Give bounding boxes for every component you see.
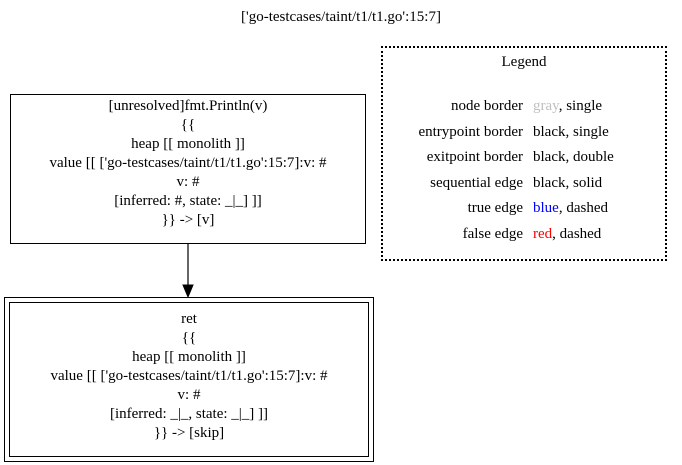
legend-title: Legend <box>501 54 547 70</box>
legend-color-word: red <box>533 225 553 242</box>
node-line: [inferred: #, state: _|_] ]] <box>114 193 262 209</box>
legend-row: exitpoint border black, double <box>383 145 665 171</box>
legend-row: true edge blue, dashed <box>383 196 665 222</box>
legend-row: entrypoint border black, single <box>383 120 665 146</box>
legend-row: node border gray, single <box>383 94 665 120</box>
edge-arrowhead <box>182 284 194 299</box>
legend-color-word: blue <box>533 200 559 216</box>
legend-value: black, double <box>533 145 665 171</box>
graph-title: ['go-testcases/taint/t1/t1.go':15:7] <box>241 9 441 25</box>
node-line: v: # <box>176 174 200 190</box>
node-line: }} -> [skip] <box>153 425 225 441</box>
legend-value: black, single <box>533 120 665 146</box>
legend-value: red, dashed <box>533 222 665 248</box>
legend-style-word: , dashed <box>558 200 608 216</box>
legend-value: black, solid <box>533 171 665 197</box>
legend-key: exitpoint border <box>426 149 523 165</box>
legend-key: false edge <box>462 225 523 242</box>
legend-key: sequential edge <box>430 174 523 191</box>
node-line: heap [[ monolith ]] <box>132 349 246 365</box>
legend-key: true edge <box>467 200 523 216</box>
legend-style-word: , dashed <box>552 225 602 242</box>
legend-color-word: black <box>533 174 566 191</box>
legend-style-word: , double <box>565 149 614 165</box>
node-line: {{ <box>180 117 196 133</box>
legend-value: blue, dashed <box>533 196 665 222</box>
exit-node: ret {{ heap [[ monolith ]] value [[ ['go… <box>4 297 374 462</box>
node-line: {{ <box>181 330 197 346</box>
legend-value: gray, single <box>533 94 665 120</box>
legend-row: false edge red, dashed <box>383 222 665 248</box>
exit-node-inner-border: ret {{ heap [[ monolith ]] value [[ ['go… <box>9 302 369 457</box>
legend-row: sequential edge black, solid <box>383 171 665 197</box>
legend-style-word: , single <box>558 98 603 114</box>
legend-style-word: , single <box>565 123 609 140</box>
node-line: ret <box>181 311 197 327</box>
entry-node: [unresolved]fmt.Println(v) {{ heap [[ mo… <box>10 94 366 244</box>
legend-key: node border <box>450 98 523 114</box>
node-line: v: # <box>177 387 201 403</box>
legend-key: entrypoint border <box>418 123 523 140</box>
node-line: [inferred: _|_, state: _|_] ]] <box>109 406 269 422</box>
node-line: value [[ ['go-testcases/taint/t1/t1.go':… <box>49 155 327 171</box>
legend-color-word: black <box>533 123 566 140</box>
exit-node-text: ret {{ heap [[ monolith ]] value [[ ['go… <box>10 310 368 443</box>
node-line: }} -> [v] <box>161 212 215 228</box>
node-line: [unresolved]fmt.Println(v) <box>108 98 268 114</box>
entry-node-text: [unresolved]fmt.Println(v) {{ heap [[ mo… <box>11 97 365 230</box>
node-line: value [[ ['go-testcases/taint/t1/t1.go':… <box>50 368 328 384</box>
legend-style-word: , solid <box>565 174 603 191</box>
node-line: heap [[ monolith ]] <box>131 136 245 152</box>
legend-color-word: black <box>533 149 566 165</box>
legend-color-word: gray <box>533 98 559 114</box>
